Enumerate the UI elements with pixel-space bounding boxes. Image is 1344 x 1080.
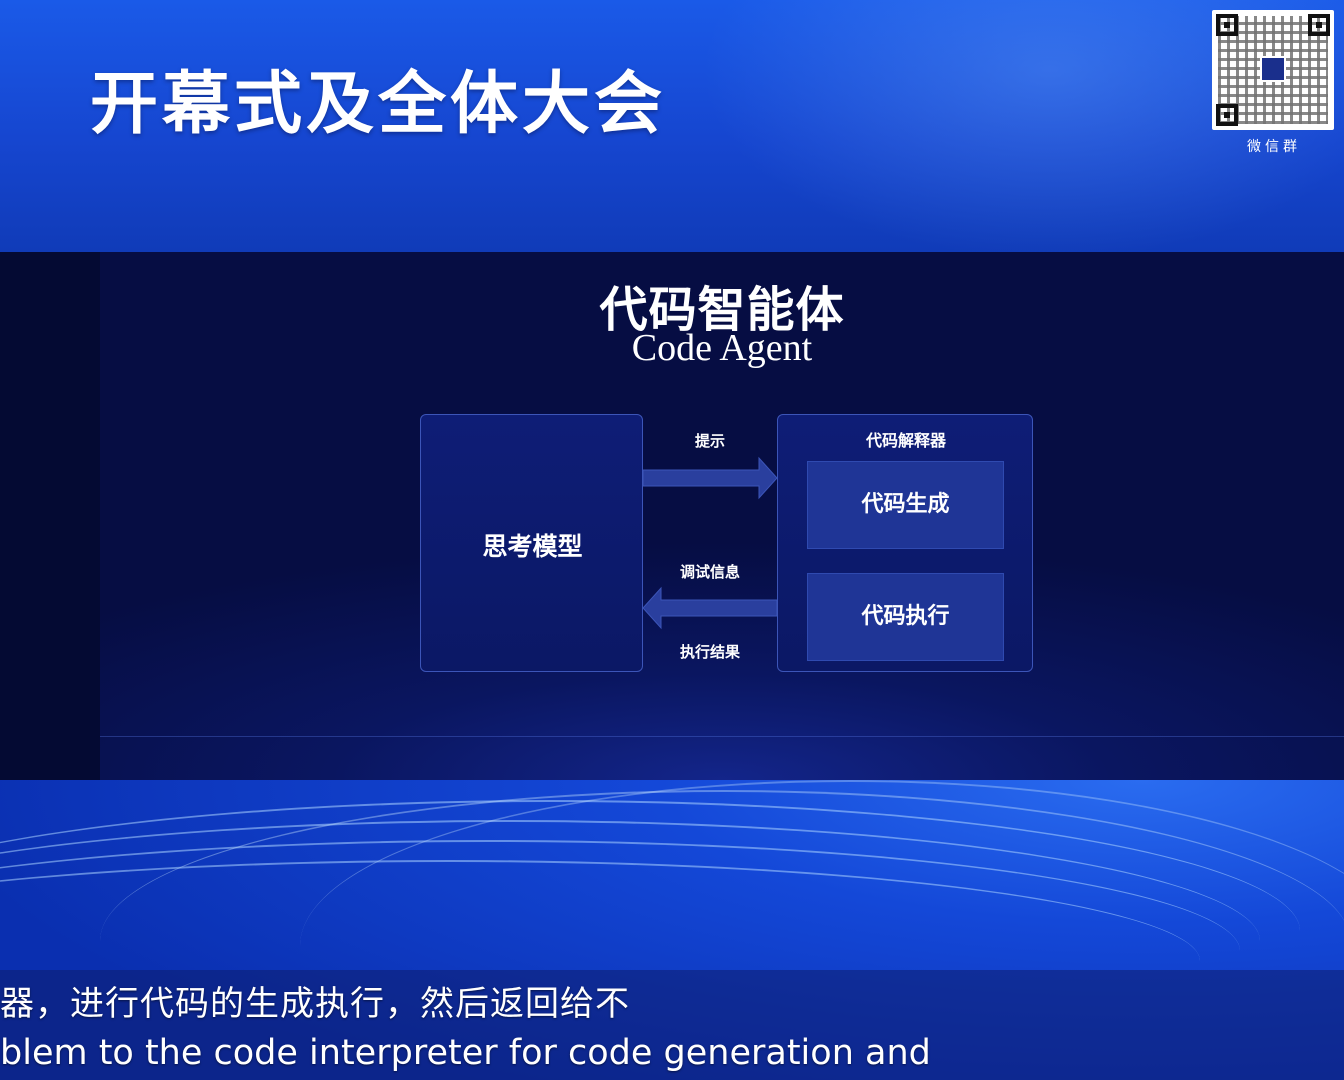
light-streak (300, 780, 1344, 1080)
left-arrow (643, 586, 777, 630)
right-arrow (643, 456, 777, 500)
qr-finder-bottom-left (1216, 104, 1238, 126)
slide: 代码智能体 Code Agent 思考模型 提示 调试信息 执行结果 代码解释器… (100, 252, 1344, 780)
slide-subtitle: Code Agent (631, 327, 813, 369)
qr-finder-top-right (1308, 14, 1330, 36)
header-banner: 开幕式及全体大会 微信群 (0, 0, 1344, 252)
code-interpreter-label: 代码解释器 (865, 431, 946, 450)
code-interpreter-box: 代码解释器 代码生成 代码执行 (777, 414, 1033, 672)
prompt-label: 提示 (694, 432, 725, 450)
thinking-model-box: 思考模型 (420, 414, 643, 672)
wechat-group-qr: 微信群 (1212, 10, 1336, 160)
qr-code-image (1212, 10, 1334, 130)
subtitle-english: blem to the code interpreter for code ge… (0, 1033, 931, 1073)
debug-info-label: 调试信息 (679, 563, 740, 581)
thinking-model-label: 思考模型 (482, 532, 583, 561)
subtitle-bar (0, 970, 1344, 1080)
qr-finder-top-left (1216, 14, 1238, 36)
presentation-area: 代码智能体 Code Agent 思考模型 提示 调试信息 执行结果 代码解释器… (0, 252, 1344, 780)
slide-divider (100, 736, 1344, 737)
flow-arrows (643, 456, 777, 630)
code-execution-box: 代码执行 (807, 573, 1004, 661)
qr-center-logo (1260, 56, 1286, 82)
exec-result-label: 执行结果 (679, 643, 740, 661)
slide-left-strip (0, 252, 100, 780)
event-title: 开幕式及全体大会 (90, 65, 667, 144)
slide-title: 代码智能体 (599, 282, 845, 338)
qr-label: 微信群 (1247, 139, 1301, 155)
code-generation-box: 代码生成 (807, 461, 1004, 549)
subtitle-chinese: 器，进行代码的生成执行，然后返回给不 (0, 984, 630, 1024)
